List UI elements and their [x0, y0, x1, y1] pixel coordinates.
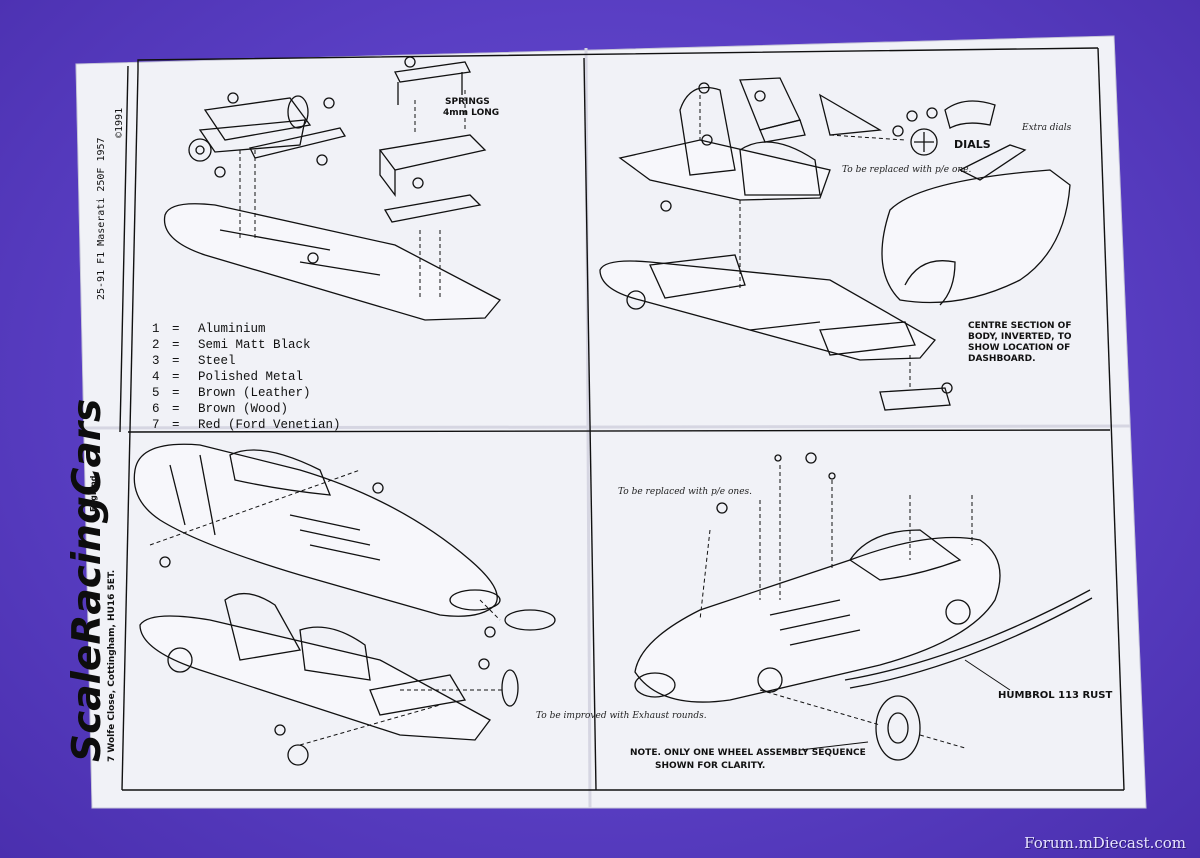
extra-dials-note: Extra dials	[1021, 123, 1072, 133]
svg-text:NOTE. ONLY ONE WHEEL ASSEMBLY: NOTE. ONLY ONE WHEEL ASSEMBLY SEQUENCE	[630, 748, 866, 758]
svg-text:=: =	[172, 418, 180, 432]
legend-num-7: 7	[152, 418, 160, 432]
frame-borders	[119, 47, 1125, 791]
svg-text:=: =	[172, 338, 180, 352]
legend-label-4: Polished Metal	[198, 370, 303, 384]
exhaust-note: To be improved with Exhaust rounds.	[536, 711, 707, 721]
panel-2-drawing	[599, 77, 1071, 411]
svg-text:DASHBOARD.: DASHBOARD.	[968, 354, 1036, 364]
svg-text:SHOW LOCATION OF: SHOW LOCATION OF	[968, 343, 1070, 353]
color-legend: 1 = Aluminium 2 = Semi Matt Black 3 = St…	[152, 322, 341, 432]
legend-label-1: Aluminium	[198, 322, 266, 336]
legend-num-5: 5	[152, 386, 160, 400]
svg-text:=: =	[172, 386, 180, 400]
panel-3-drawing	[133, 443, 556, 766]
centre-section-note: CENTRE SECTION OF BODY, INVERTED, TO SHO…	[968, 321, 1072, 364]
svg-text:=: =	[172, 370, 180, 384]
kit-title: 25-91 F1 Maserati 250F 1957	[96, 137, 107, 300]
panel-4-drawing	[634, 452, 1093, 761]
brand-logo: ScaleRacingCars	[65, 399, 110, 762]
svg-text:=: =	[172, 402, 180, 416]
svg-text:SHOWN FOR CLARITY.: SHOWN FOR CLARITY.	[655, 761, 765, 771]
svg-text:=: =	[172, 354, 180, 368]
panel-1-drawing	[163, 56, 502, 321]
legend-num-2: 2	[152, 338, 160, 352]
forum-watermark: Forum.mDiecast.com	[1024, 834, 1186, 852]
dials-label: DIALS	[954, 138, 991, 151]
svg-text:BODY, INVERTED, TO: BODY, INVERTED, TO	[968, 332, 1072, 342]
legend-label-3: Steel	[198, 354, 236, 368]
kit-year: ©1991	[114, 108, 125, 138]
springs-size-label: 4mm LONG	[443, 108, 499, 118]
brand-address: 7 Wolfe Close, Cottingham, HU16 5ET.	[107, 570, 117, 762]
legend-num-6: 6	[152, 402, 160, 416]
legend-label-7: Red (Ford Venetian)	[198, 418, 341, 432]
humbrol-note: HUMBROL 113 RUST	[998, 690, 1112, 701]
legend-num-3: 3	[152, 354, 160, 368]
springs-label: SPRINGS	[445, 97, 490, 107]
legend-num-4: 4	[152, 370, 160, 384]
legend-num-1: 1	[152, 322, 160, 336]
wheel-note: NOTE. ONLY ONE WHEEL ASSEMBLY SEQUENCE S…	[630, 748, 866, 771]
replace-pe-note: To be replaced with p/e one.	[842, 165, 972, 175]
legend-label-5: Brown (Leather)	[198, 386, 311, 400]
legend-label-2: Semi Matt Black	[198, 338, 311, 352]
legend-label-6: Brown (Wood)	[198, 402, 288, 416]
svg-text:=: =	[172, 322, 180, 336]
replace-pe-ones-note: To be replaced with p/e ones.	[618, 487, 752, 497]
brand-country: England	[89, 475, 98, 512]
svg-text:CENTRE SECTION OF: CENTRE SECTION OF	[968, 321, 1071, 331]
